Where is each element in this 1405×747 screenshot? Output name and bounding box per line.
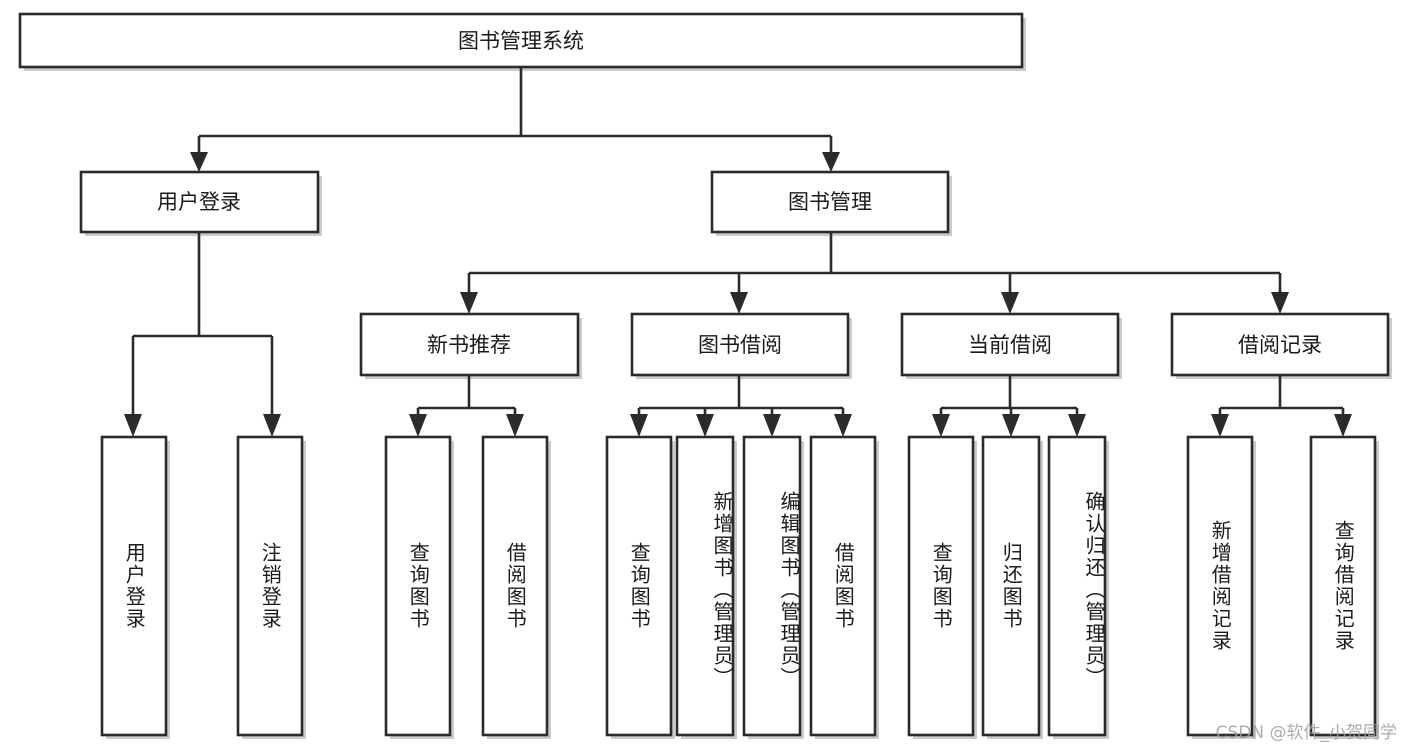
connectors-root-level2 — [190, 67, 840, 172]
node-current-borrow[interactable]: 当前借阅 — [900, 312, 1120, 377]
leaf-box-current-borrow-1[interactable] — [981, 435, 1041, 737]
node-borrow-record-label: 借阅记录 — [1238, 333, 1322, 357]
node-new-book-recommend[interactable]: 新书推荐 — [359, 312, 580, 377]
leaf-box-current-borrow-0[interactable] — [907, 435, 975, 737]
connectors-borrow-record-leaves — [1211, 375, 1352, 437]
node-user-login-label: 用户登录 — [157, 190, 241, 214]
connectors-current-borrow-leaves — [932, 375, 1086, 437]
node-root[interactable]: 图书管理系统 — [18, 12, 1024, 69]
leaf-box-book-borrow-1[interactable] — [675, 435, 735, 737]
node-book-borrow-label: 图书借阅 — [698, 333, 782, 357]
leaf-box-current-borrow-2[interactable] — [1047, 435, 1107, 737]
node-new-book-recommend-label: 新书推荐 — [427, 333, 511, 357]
node-book-management-label: 图书管理 — [788, 190, 872, 214]
leaf-box-user-login-0[interactable] — [100, 435, 168, 737]
connectors-book-borrow-leaves — [630, 375, 852, 437]
node-book-borrow[interactable]: 图书借阅 — [630, 312, 850, 377]
csdn-watermark: CSDN @软件_小贺同学 — [1215, 723, 1397, 743]
connectors-user-login-leaves — [124, 232, 281, 437]
connectors-new-book-leaves — [409, 375, 524, 437]
leaf-box-book-borrow-3[interactable] — [809, 435, 877, 737]
connectors-level2-level3 — [460, 232, 1289, 314]
node-user-login[interactable]: 用户登录 — [79, 170, 320, 234]
leaf-box-user-login-1[interactable] — [236, 435, 304, 737]
node-borrow-record[interactable]: 借阅记录 — [1170, 312, 1390, 377]
leaf-boxes — [100, 435, 1377, 737]
leaf-box-book-borrow-2[interactable] — [742, 435, 802, 737]
node-current-borrow-label: 当前借阅 — [968, 333, 1052, 357]
leaf-box-borrow-record-1[interactable] — [1309, 435, 1377, 737]
node-book-management[interactable]: 图书管理 — [710, 170, 950, 234]
leaf-box-book-borrow-0[interactable] — [605, 435, 673, 737]
node-root-label: 图书管理系统 — [458, 29, 584, 53]
leaf-box-new-book-1[interactable] — [481, 435, 549, 737]
leaf-box-borrow-record-0[interactable] — [1186, 435, 1254, 737]
leaf-box-new-book-0[interactable] — [384, 435, 452, 737]
